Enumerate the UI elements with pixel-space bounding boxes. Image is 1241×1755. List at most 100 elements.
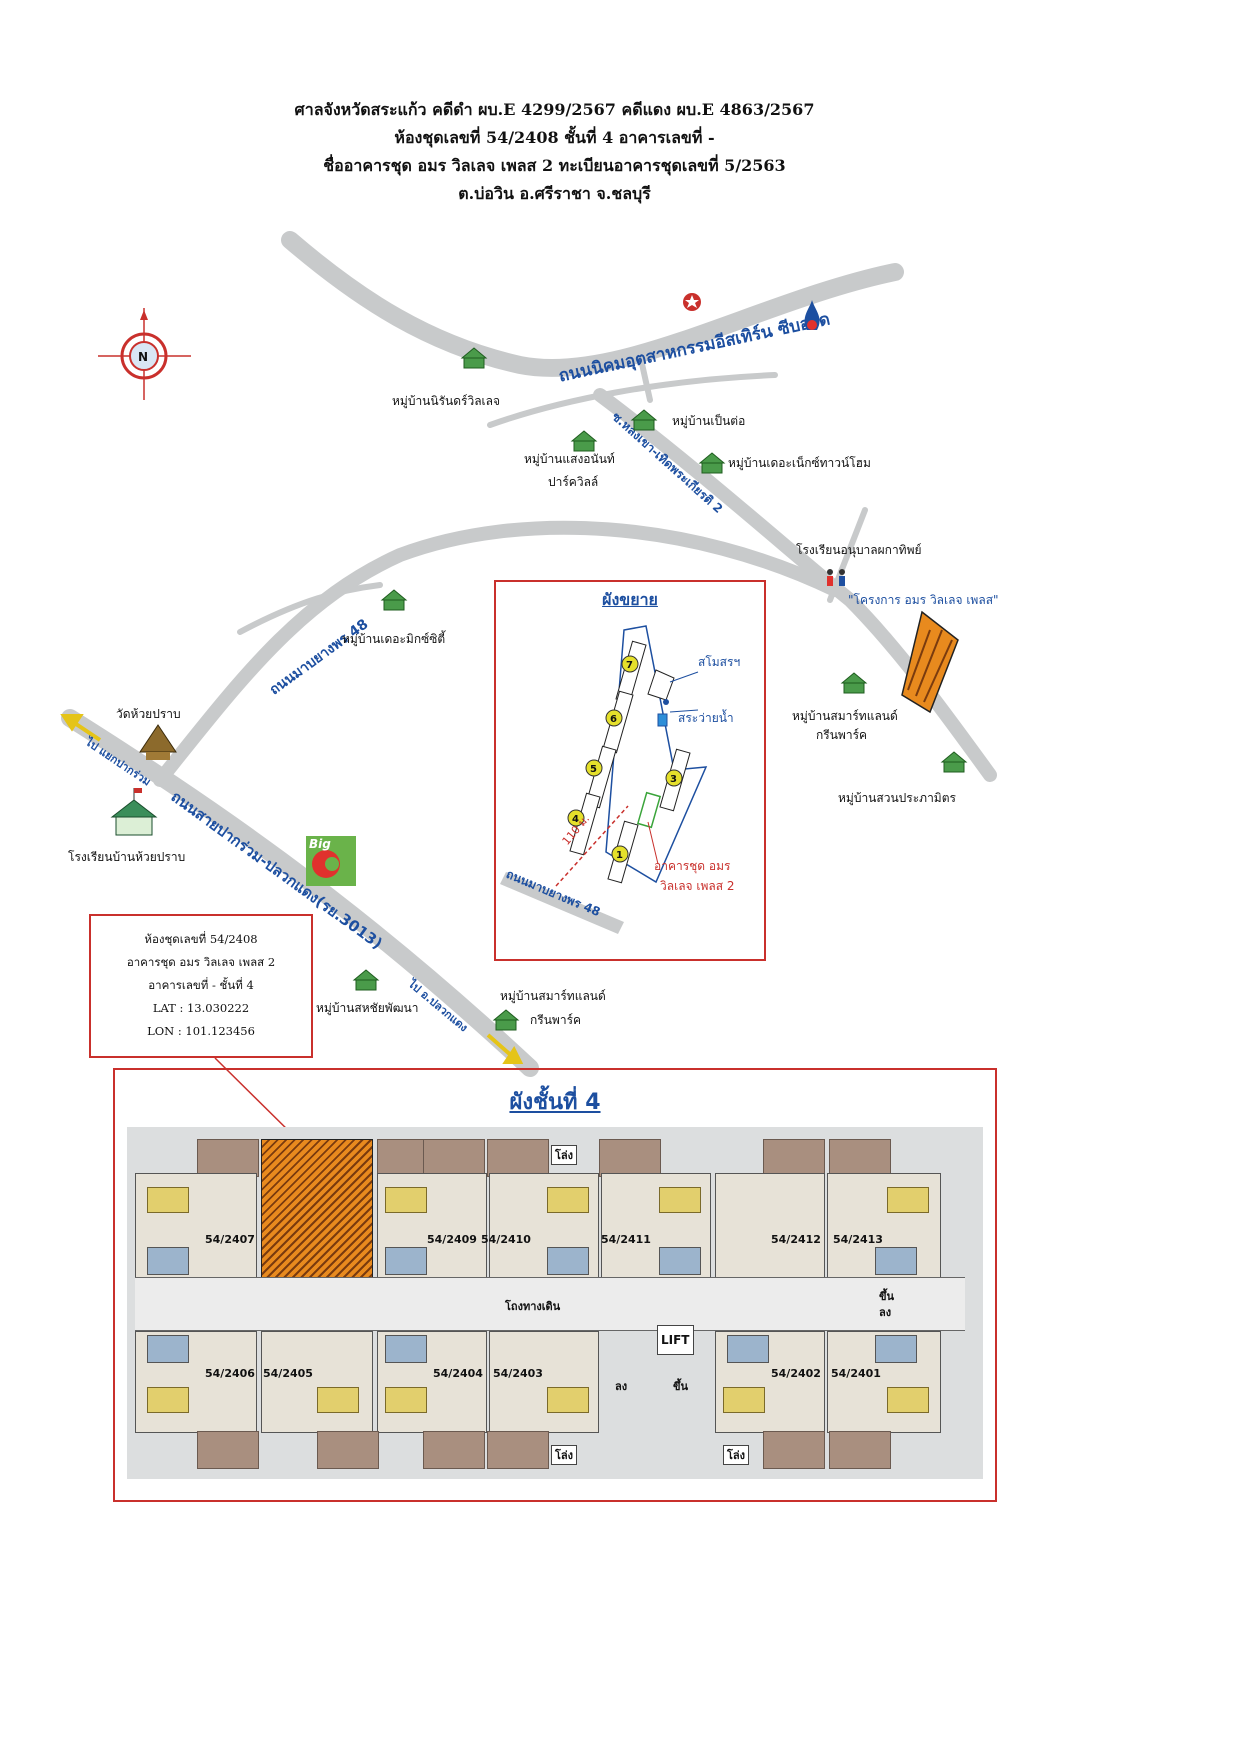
- inset-title: ผังขยาย: [602, 590, 658, 609]
- label-kindergarten: โรงเรียนอนุบาลผกาทิพย์: [796, 543, 922, 557]
- info-building-floor: อาคารเลขที่ - ชั้นที่ 4: [148, 978, 254, 992]
- bathroom: [385, 1335, 427, 1363]
- label-saengnan-parkville: ปาร์ควิลล์: [548, 475, 599, 489]
- inset-clubhouse-label: สโมสรฯ: [698, 655, 741, 669]
- house-icon: [352, 347, 968, 1031]
- pointer-line: [214, 1057, 299, 1141]
- road-lang-khao: [593, 388, 997, 782]
- balcony: [829, 1431, 891, 1469]
- balcony: [487, 1139, 549, 1177]
- unit-label-bottom: 54/2401: [831, 1367, 881, 1380]
- unit-info-box: ห้องชุดเลขที่ 54/2408 อาคารชุด อมร วิลเล…: [89, 914, 313, 1058]
- bed: [547, 1387, 589, 1413]
- label-greenpark-2: กรีนพาร์ค: [530, 1013, 582, 1027]
- balcony: [487, 1431, 549, 1469]
- bed: [547, 1187, 589, 1213]
- bathroom: [659, 1247, 701, 1275]
- corridor-label: โถงทางเดิน: [505, 1300, 561, 1313]
- school-icon: [110, 788, 158, 836]
- bed: [147, 1387, 189, 1413]
- fire-stair-down: ลง: [879, 1306, 892, 1319]
- inset-pool-label: สระว่ายน้ำ: [678, 711, 734, 725]
- stair-void-top: โล่ง: [551, 1145, 578, 1165]
- unit-label-bottom: 54/2404: [433, 1367, 483, 1380]
- info-lon: LON : 101.123456: [147, 1024, 255, 1038]
- bathroom: [727, 1335, 769, 1363]
- bed: [887, 1187, 929, 1213]
- label-wat-huai-prab: วัดห้วยปราบ: [116, 707, 181, 721]
- inset-target-label-1: อาคารชุด อมร: [654, 859, 731, 873]
- unit-label-bottom: 54/2402: [771, 1367, 821, 1380]
- unit-room: [261, 1331, 373, 1433]
- balcony: [317, 1431, 379, 1469]
- bathroom: [147, 1335, 189, 1363]
- corridor: [135, 1277, 965, 1331]
- road-mabyangporn: [153, 520, 842, 787]
- landmark-icons: [110, 293, 968, 1031]
- label-bigc: Big: [309, 837, 331, 851]
- site-boundary: [605, 625, 708, 884]
- bed: [723, 1387, 765, 1413]
- inset-target-label-2: วิลเลจ เพลส 2: [660, 879, 735, 893]
- site-plan-drawing: [500, 625, 708, 934]
- unit-label-top: 54/2411: [601, 1233, 651, 1246]
- bed: [659, 1187, 701, 1213]
- lift-label: LIFT: [657, 1325, 694, 1355]
- unit-label-top: 54/2410: [481, 1233, 531, 1246]
- inset-building-label-6: 6: [610, 714, 617, 725]
- inset-building-label-1: 1: [616, 850, 623, 861]
- label-suan-prapamit: หมู่บ้านสวนประภามิตร: [838, 791, 956, 805]
- stair-void-bottom-1: โล่ง: [551, 1445, 578, 1465]
- road-pluak-daeng: [61, 709, 539, 1077]
- bed: [887, 1387, 929, 1413]
- bathroom: [875, 1247, 917, 1275]
- label-next-townhome: หมู่บ้านเดอะเน็กซ์ทาวน์โฮม: [728, 456, 871, 470]
- distance-line: [555, 805, 629, 887]
- gas-station-icon: [683, 293, 820, 330]
- balcony: [423, 1431, 485, 1469]
- unit-room: [715, 1173, 825, 1279]
- temple-icon: [139, 724, 177, 760]
- unit-label-top: 54/2412: [771, 1233, 821, 1246]
- inset-building-label-7: 7: [626, 660, 633, 671]
- unit-label-bottom: 54/2403: [493, 1367, 543, 1380]
- inset-building-label-5: 5: [590, 764, 597, 775]
- clubhouse: [647, 669, 675, 701]
- label-mix-city: หมู่บ้านเดอะมิกซ์ซิตี้: [342, 632, 446, 646]
- info-unit-no: ห้องชุดเลขที่ 54/2408: [144, 932, 258, 946]
- unit-label-top: 54/2407: [205, 1233, 255, 1246]
- balcony: [763, 1139, 825, 1177]
- arrow-to-pluak-daeng: [486, 1033, 524, 1064]
- unit-label-bottom: 54/2406: [205, 1367, 255, 1380]
- road-branch-west: [237, 582, 383, 635]
- header-location-line: ต.บ่อวิน อ.ศรีราชา จ.ชลบุรี: [458, 184, 651, 203]
- document-header: ศาลจังหวัดสระแก้ว คดีดำ ผบ.E 4299/2567 ค…: [0, 96, 1109, 208]
- label-smartland-1: หมู่บ้านสมาร์ทแลนด์: [792, 709, 898, 723]
- pool: [657, 713, 668, 727]
- bathroom: [385, 1247, 427, 1275]
- stair-void-bottom-2: โล่ง: [723, 1445, 750, 1465]
- stair-up-label: ขึ้น: [673, 1380, 689, 1393]
- label-school-huai-prab: โรงเรียนบ้านห้วยปราบ: [68, 850, 186, 864]
- balcony: [763, 1431, 825, 1469]
- header-unit-line: ห้องชุดเลขที่ 54/2408 ชั้นที่ 4 อาคารเลข…: [394, 128, 715, 147]
- label-nirun-village: หมู่บ้านนิรันดร์วิลเลจ: [392, 394, 501, 408]
- kindergarten-icon: [827, 569, 845, 586]
- label-greenpark-1: กรีนพาร์ค: [816, 728, 868, 742]
- inset-building-label-4: 4: [572, 814, 579, 825]
- info-building-name: อาคารชุด อมร วิลเลจ เพลส 2: [126, 955, 276, 969]
- unit-room: [377, 1331, 487, 1433]
- floor-plan: โถงทางเดิน โล่ง LIFT ลง ขึ้น ขึ้น ลง โล่…: [127, 1127, 983, 1479]
- road-network: [60, 231, 997, 1141]
- balcony: [197, 1139, 259, 1177]
- stair-down-label: ลง: [615, 1380, 628, 1393]
- bathroom: [547, 1247, 589, 1275]
- balcony: [197, 1431, 259, 1469]
- unit-label-top: 54/2409: [427, 1233, 477, 1246]
- floor-plan-frame: ผังชั้นที่ 4 โถงทางเดิน โล่ง L: [113, 1068, 997, 1502]
- unit-room-target: [261, 1139, 373, 1279]
- balcony: [423, 1139, 485, 1177]
- site-plan-inset: ผังขยาย 7 6 5 4 3 1 สโมสรฯ สระว่ายน้ำ 11…: [494, 580, 766, 961]
- header-building-line: ชื่ออาคารชุด อมร วิลเลจ เพลส 2 ทะเบียนอา…: [323, 156, 786, 175]
- bed: [317, 1387, 359, 1413]
